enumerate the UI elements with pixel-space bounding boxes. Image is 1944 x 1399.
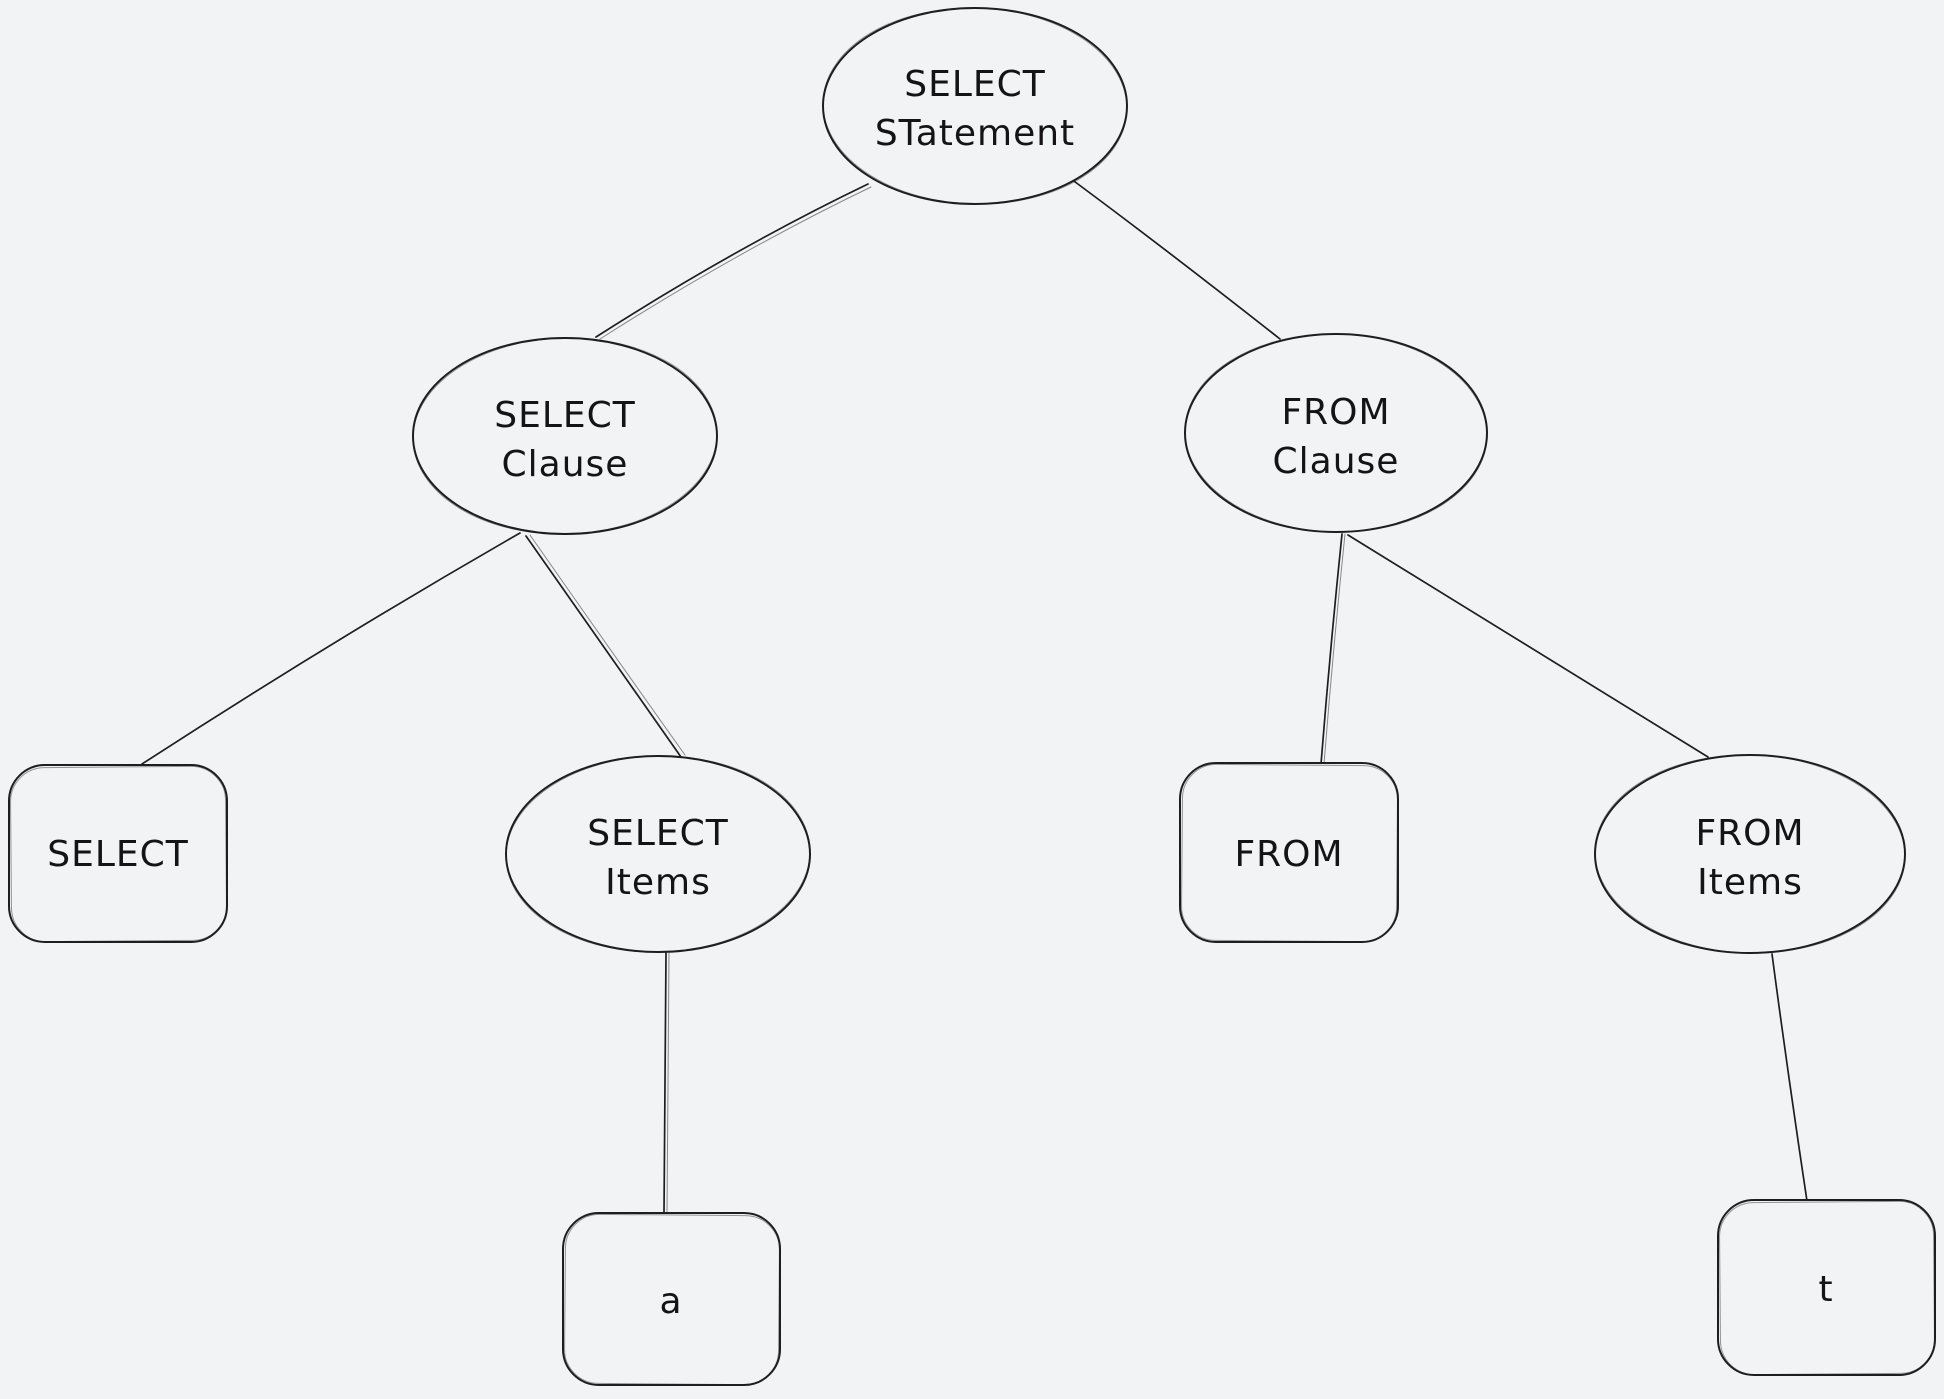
select-keyword-rect-overdraw: [10, 765, 227, 943]
node-select-statement[interactable]: SELECT STatement: [820, 4, 1129, 208]
select-clause-ellipse[interactable]: [412, 337, 718, 535]
edge-select-items-to-a-overdraw: [666, 952, 670, 1214]
select-items-ellipse-overdraw: [505, 755, 811, 953]
select-item-value-rect[interactable]: [562, 1212, 781, 1386]
from-items-ellipse-overdraw: [1594, 754, 1906, 954]
node-select-clause[interactable]: SELECT Clause: [410, 334, 719, 538]
edge-select-statement-to-select-clause[interactable]: [595, 183, 869, 338]
edge-from-clause-to-from-items[interactable]: [1347, 534, 1709, 758]
edge-select-items-to-a[interactable]: [663, 952, 667, 1214]
select-statement-ellipse[interactable]: [822, 7, 1128, 205]
from-items-label-line2: Items: [1697, 862, 1803, 903]
from-clause-label-line2: Clause: [1273, 441, 1400, 482]
from-items-ellipse[interactable]: [1594, 754, 1906, 954]
edge-from-items-to-t[interactable]: [1771, 953, 1808, 1202]
node-select-item-value[interactable]: a: [562, 1212, 781, 1386]
edge-select-clause-to-select-items-overdraw: [529, 534, 686, 756]
edge-from-clause-to-from-keyword[interactable]: [1320, 533, 1343, 765]
select-items-label-line2: Items: [605, 862, 711, 903]
edge-select-statement-to-select-clause-overdraw: [599, 186, 872, 340]
select-statement-label-line2: STatement: [875, 113, 1075, 154]
node-from-keyword[interactable]: FROM: [1179, 762, 1399, 943]
from-items-label-line1: FROM: [1695, 813, 1804, 854]
edges-layer: [141, 172, 1808, 1214]
select-keyword-label: SELECT: [47, 834, 189, 875]
node-select-keyword[interactable]: SELECT: [8, 764, 228, 943]
from-clause-ellipse[interactable]: [1184, 333, 1488, 533]
from-item-value-rect[interactable]: [1717, 1199, 1936, 1376]
select-keyword-rect[interactable]: [8, 764, 228, 943]
select-statement-ellipse-overdraw: [822, 7, 1128, 205]
edge-from-clause-to-from-keyword-overdraw: [1323, 533, 1346, 765]
select-item-value-rect-overdraw: [564, 1213, 780, 1386]
from-clause-label-line1: FROM: [1281, 392, 1390, 433]
node-from-item-value[interactable]: t: [1717, 1199, 1936, 1376]
select-items-ellipse[interactable]: [505, 755, 811, 953]
from-item-value-rect-overdraw: [1719, 1200, 1935, 1376]
node-from-items[interactable]: FROM Items: [1592, 751, 1907, 957]
node-select-items[interactable]: SELECT Items: [503, 752, 812, 956]
edge-select-clause-to-select-keyword[interactable]: [141, 532, 521, 765]
from-keyword-label: FROM: [1234, 834, 1343, 875]
select-clause-label-line2: Clause: [502, 444, 629, 485]
select-item-value-label: a: [659, 1281, 682, 1322]
from-keyword-rect[interactable]: [1179, 762, 1399, 943]
from-item-value-label: t: [1818, 1269, 1833, 1310]
node-from-clause[interactable]: FROM Clause: [1183, 330, 1490, 535]
select-clause-ellipse-overdraw: [412, 337, 718, 535]
select-clause-label-line1: SELECT: [494, 395, 636, 436]
select-items-label-line1: SELECT: [587, 813, 729, 854]
select-statement-label-line1: SELECT: [904, 64, 1046, 105]
from-keyword-rect-overdraw: [1181, 763, 1398, 943]
from-clause-ellipse-overdraw: [1184, 333, 1488, 533]
edge-select-statement-to-from-clause[interactable]: [1062, 172, 1281, 340]
edge-select-clause-to-select-items[interactable]: [525, 535, 682, 758]
